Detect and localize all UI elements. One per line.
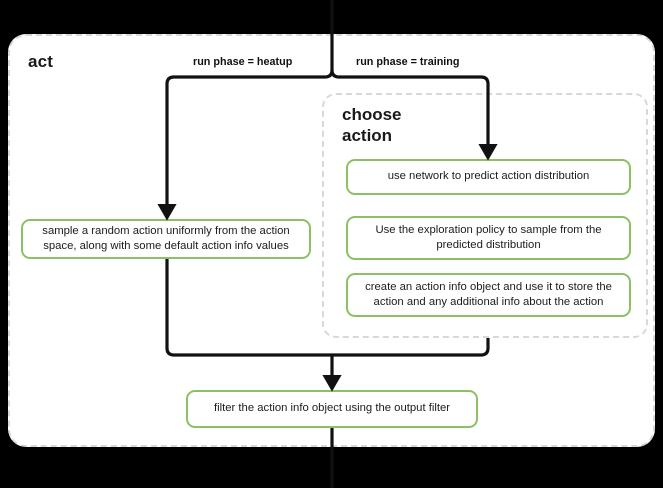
- node-sample-random-action[interactable]: sample a random action uniformly from th…: [21, 219, 311, 259]
- node-exploration-policy[interactable]: Use the exploration policy to sample fro…: [346, 216, 631, 260]
- node-filter-output[interactable]: filter the action info object using the …: [186, 390, 478, 428]
- node-create-action-info[interactable]: create an action info object and use it …: [346, 273, 631, 317]
- act-title: act: [28, 52, 54, 71]
- node-use-network[interactable]: use network to predict action distributi…: [346, 159, 631, 195]
- edge-label-heatup: run phase = heatup: [193, 56, 293, 68]
- edge-label-training: run phase = training: [356, 56, 460, 68]
